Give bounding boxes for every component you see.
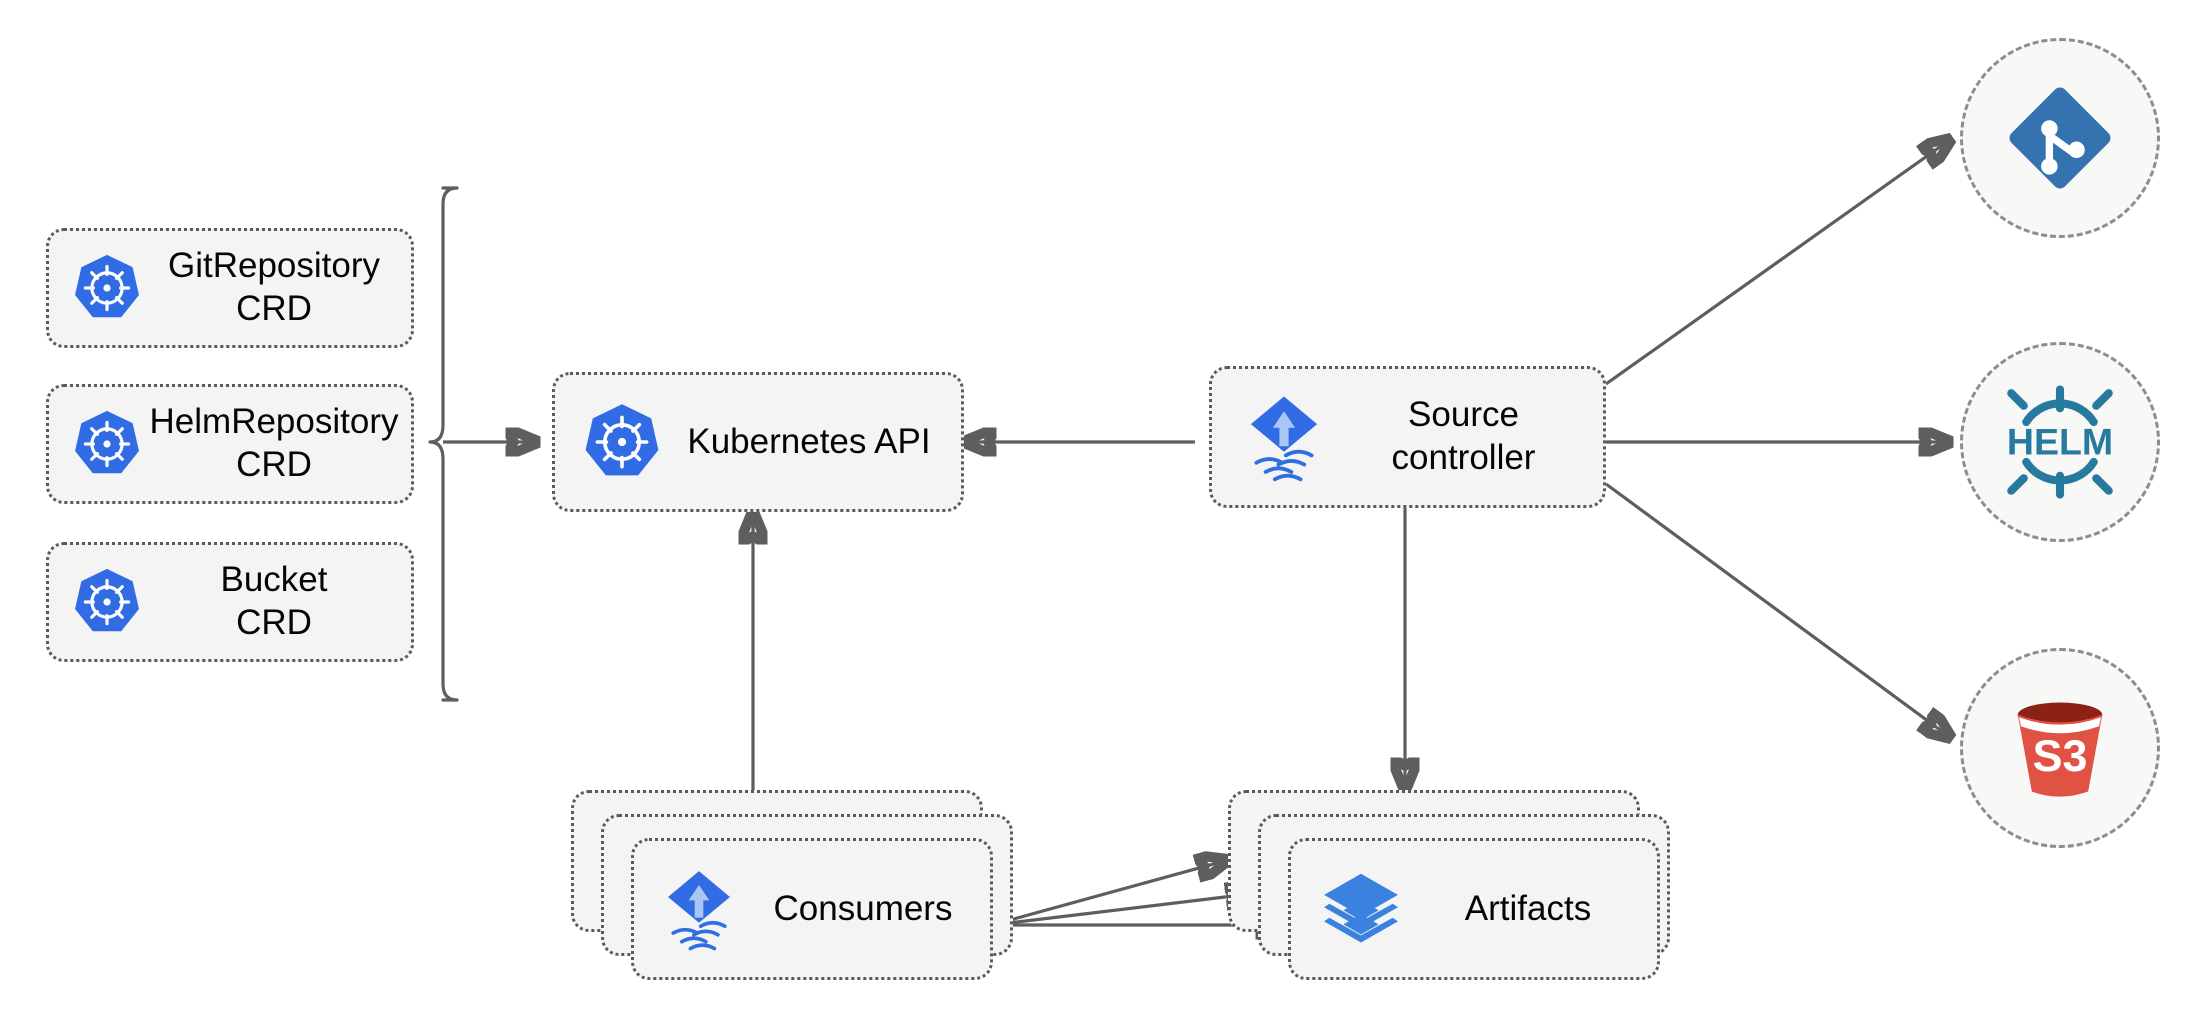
helm-wordmark: HELM [2007,421,2113,463]
flux-icon [1238,391,1330,483]
layers-icon [1317,865,1405,953]
edge-source-controller-to-s3 [1605,482,1951,738]
node-label: Source controller [1391,395,1536,477]
node-label: Kubernetes API [687,421,931,461]
node-label: Artifacts [1464,888,1592,928]
node-gitrepository-crd[interactable]: GitRepository CRD [46,228,414,348]
kubernetes-icon [581,401,663,483]
source-circle-s3[interactable]: S3 [1960,648,2160,848]
node-kubernetes-api[interactable]: Kubernetes API [552,372,964,512]
node-label: GitRepository CRD [167,246,381,328]
node-consumers[interactable]: Consumers [631,838,993,980]
edge-consumers-to-artifacts-1 [991,860,1228,927]
source-circle-helm[interactable]: HELM [1960,342,2160,542]
edge-source-controller-to-git [1605,139,1951,386]
node-label: Bucket CRD [220,560,328,642]
node-bucket-crd[interactable]: Bucket CRD [46,542,414,662]
flux-icon [656,866,742,952]
crd-group-bracket [428,186,459,702]
kubernetes-icon [71,408,143,480]
helm-icon: HELM [2007,385,2113,499]
node-source-controller[interactable]: Source controller [1209,366,1606,508]
source-circle-git[interactable] [1960,38,2160,238]
node-helmrepository-crd[interactable]: HelmRepository CRD [46,384,414,504]
s3-wordmark: S3 [2033,731,2088,781]
kubernetes-icon [71,566,143,638]
node-label: HelmRepository CRD [149,402,399,484]
s3-icon: S3 [2017,702,2103,797]
node-label: Consumers [773,888,953,928]
node-artifacts[interactable]: Artifacts [1288,838,1660,980]
edge-consumers-to-artifacts-2 [991,893,1258,927]
git-icon [2009,87,2111,189]
kubernetes-icon [71,252,143,324]
